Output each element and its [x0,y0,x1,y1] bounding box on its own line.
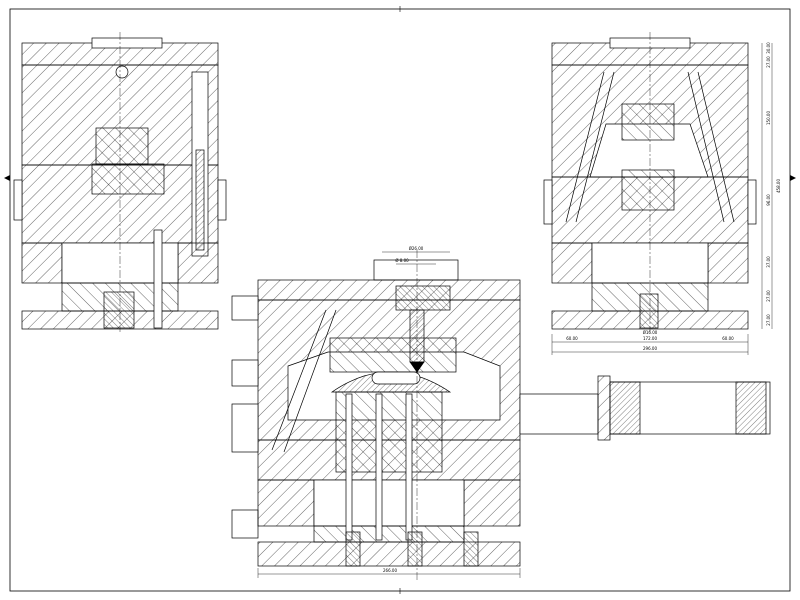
b-ejector-plate [313,525,465,543]
tr-angle-pin-right-b [697,71,735,223]
tl-locating-ring [115,65,129,79]
b-angle-pin-a [271,309,327,451]
b-side-block-3 [231,403,259,453]
tl-top-plate-tab [91,37,163,49]
b-dim-top-inner: Ø 8.00 [395,258,409,263]
tl-support-block-right [177,242,219,284]
b-cylinder-flange [597,375,611,441]
b-nozzle-head [395,285,451,311]
view-bottom-section [231,250,771,580]
tr-dim-side-7: 27.00 [766,290,771,302]
b-dim-overall-width: 266.00 [383,568,397,573]
tr-dim-bottom-mid: 172.00 [643,336,657,341]
tr-dim-bottom-total: 296.00 [643,346,657,351]
b-dimensions [257,251,521,578]
b-ejector-space [313,479,465,527]
b-support-block-right [463,479,521,527]
tr-sprue-bush [639,293,659,329]
tr-dim-side-8: 27.00 [766,314,771,326]
tr-dim-side-1: 30.00 [766,42,771,54]
tr-support-block-right [707,242,749,284]
b-cylinder-cap-right [735,381,767,435]
b-locating-ring [373,259,459,281]
b-ejector-pin-2 [375,393,383,541]
tr-dim-side-6: 37.00 [766,256,771,268]
tr-angle-pin-left-b [575,71,615,223]
b-part-window [371,371,421,385]
view-top-left [13,32,227,332]
b-ejector-pin-3 [405,393,413,541]
tr-side-clamp-left [543,179,553,225]
b-cavity-insert [329,337,457,373]
tl-support-block-left [21,242,63,284]
b-top-plate [257,279,521,301]
b-bushing-3 [463,531,479,567]
tr-dim-bottom-small: Ø16.00 [643,330,658,335]
tr-support-block-left [551,242,593,284]
tr-dim-side-4: 96.00 [766,194,771,206]
b-dim-top-outer: Ø26.00 [409,246,424,251]
b-cylinder-cap-left [609,381,641,435]
tl-side-clamp-left [13,179,23,221]
tr-angle-pin-left-a [565,71,605,223]
tl-ejector-pin [153,229,163,329]
frame-arrow-left [4,175,10,181]
b-slide-rod [519,393,599,435]
tr-angle-pin-right-a [687,71,725,223]
tl-sprue-bush [103,291,135,329]
tr-dim-bottom-right: 60.00 [722,336,734,341]
view-top-right [543,32,757,332]
tl-core-insert [95,127,149,165]
b-bushing-2 [407,531,423,567]
b-ejector-pin-1 [345,393,353,541]
b-support-block-left [257,479,315,527]
tr-cavity-insert [621,103,675,141]
tl-side-clamp-right [217,179,227,221]
b-side-block-2 [231,359,259,387]
tr-side-clamp-right [747,179,757,225]
b-angle-pin-b [283,309,337,453]
tr-dim-bottom-left: 60.00 [566,336,578,341]
b-bushing-1 [345,531,361,567]
tr-dim-side-3: 150.00 [766,111,771,125]
b-bottom-plate [257,541,521,567]
frame-arrow-right [790,175,796,181]
tr-dimensions [551,43,773,355]
tl-guide-bushing [195,149,205,251]
b-side-block-4 [231,509,259,539]
b-side-block-1 [231,295,259,321]
tr-dim-side-5: 458.00 [776,179,781,193]
tr-dim-side-2: 27.00 [766,56,771,68]
b-core-plate [257,439,521,481]
